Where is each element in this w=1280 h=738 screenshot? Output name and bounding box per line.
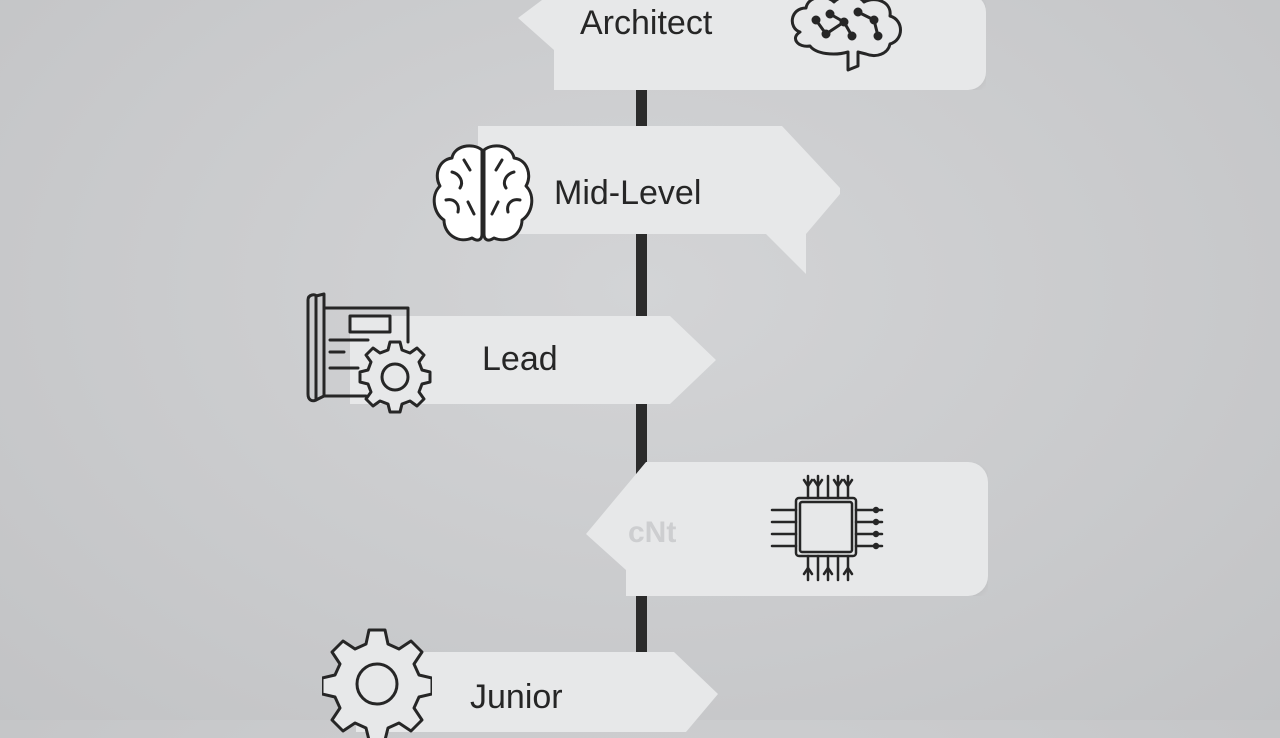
- stage-card-architect: [518, 0, 986, 90]
- brain-icon: [430, 142, 536, 246]
- gear-icon: [322, 628, 432, 738]
- stage-card-cnt: [586, 462, 988, 596]
- stage-title-cnt: cNt: [628, 516, 677, 549]
- brain-circuit-icon: [786, 0, 908, 80]
- stage-title-architect: Architect: [580, 4, 713, 42]
- blueprint-gear-icon: [304, 290, 436, 416]
- stage-title-junior: Junior: [470, 678, 563, 716]
- stage-title-mid-level: Mid-Level: [554, 174, 702, 212]
- microchip-icon: [768, 470, 886, 588]
- stage-title-lead: Lead: [482, 340, 558, 378]
